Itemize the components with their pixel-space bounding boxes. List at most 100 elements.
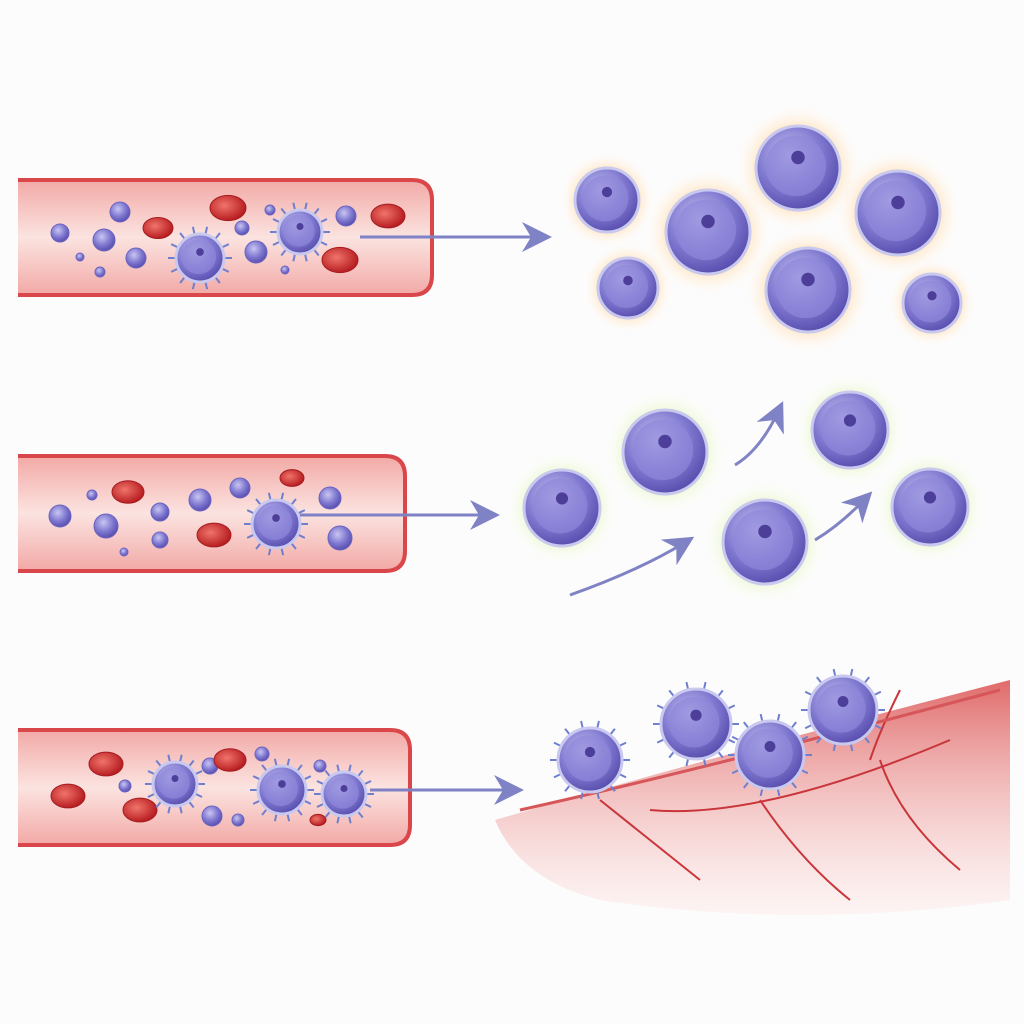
nucleus [758,524,772,539]
leukocyte [794,374,906,486]
leukocyte [314,764,374,824]
leukocyte [584,244,672,332]
cytoplasm [775,257,837,319]
cytoplasm [765,135,827,197]
leukocyte [270,202,330,262]
leukocyte [560,153,654,247]
leukocyte [653,681,739,767]
leukocyte [747,229,869,351]
leukocyte [728,713,812,797]
red-blood-cell [88,751,124,777]
nucleus [658,434,672,449]
white-blood-cell [231,813,245,827]
white-blood-cell [125,247,147,269]
nucleus [555,492,569,505]
nucleus [272,514,280,522]
arrow [814,491,873,542]
nucleus [278,780,286,788]
leukocyte [145,754,205,814]
nucleus [837,696,849,707]
white-blood-cell [50,223,70,243]
red-blood-cell [370,203,406,229]
leukocyte [801,668,885,752]
white-blood-cell [318,486,342,510]
nucleus [764,741,776,752]
capillary [759,799,851,901]
white-blood-cell [119,547,129,557]
white-blood-cell [244,240,268,264]
arrow [569,536,695,597]
white-blood-cell [93,513,119,539]
red-blood-cell [111,480,145,504]
capillary [599,799,701,881]
white-blood-cell [151,531,169,549]
arrow [734,401,784,467]
cytoplasm [257,505,293,541]
white-blood-cell [234,220,250,236]
nucleus [801,272,815,287]
cytoplasm [675,199,737,261]
leukocyte [737,107,859,229]
red-blood-cell [209,194,247,222]
red-blood-cell [279,469,305,487]
capillary [649,739,951,813]
white-blood-cell [335,205,357,227]
leukocyte [250,758,314,822]
nucleus [923,491,937,504]
tissue-surface [495,680,1010,915]
cytoplasm [865,180,927,242]
nucleus [701,214,715,229]
red-blood-cell [122,797,158,823]
cytoplasm [582,175,629,222]
cytoplasm [820,400,876,456]
white-blood-cell [92,228,116,252]
leukocyte [704,481,826,603]
red-blood-cell [213,748,247,772]
cytoplasm [181,239,217,275]
leukocyte [889,260,975,346]
nucleus [927,291,937,301]
red-blood-cell [142,217,174,239]
red-blood-cell [196,522,232,548]
cytoplasm [743,728,793,778]
tissue [495,680,1010,915]
cytoplasm [900,477,956,533]
leukocyte [244,492,308,556]
white-blood-cell [201,805,223,827]
white-blood-cell [264,204,276,216]
nucleus [340,784,348,793]
white-blood-cell [86,489,98,501]
red-blood-cell [321,246,359,274]
cytoplasm [909,280,952,323]
cytoplasm [632,419,694,481]
capillary [879,759,961,871]
leukocyte [647,171,769,293]
nucleus [843,414,857,427]
white-blood-cell [313,759,327,773]
white-blood-cell [75,252,85,262]
white-blood-cell [48,504,72,528]
nucleus [601,186,613,198]
leukocyte [874,451,986,563]
nucleus [296,222,304,231]
white-blood-cell [254,746,270,762]
leukocyte [837,152,959,274]
cytoplasm [669,697,720,748]
white-blood-cell [280,265,290,275]
cytoplasm [532,478,588,534]
white-blood-cell [118,779,132,793]
nucleus [791,150,805,165]
white-blood-cell [229,477,251,499]
red-blood-cell [309,813,327,827]
white-blood-cell [150,502,170,522]
cytoplasm [158,767,190,799]
cytoplasm [263,771,299,807]
cytoplasm [732,509,794,571]
tissue-edge [519,688,1001,812]
leukocyte [550,720,630,800]
nucleus [690,709,702,721]
cytoplasm [604,264,649,309]
cytoplasm [816,683,866,733]
white-blood-cell [327,525,353,551]
